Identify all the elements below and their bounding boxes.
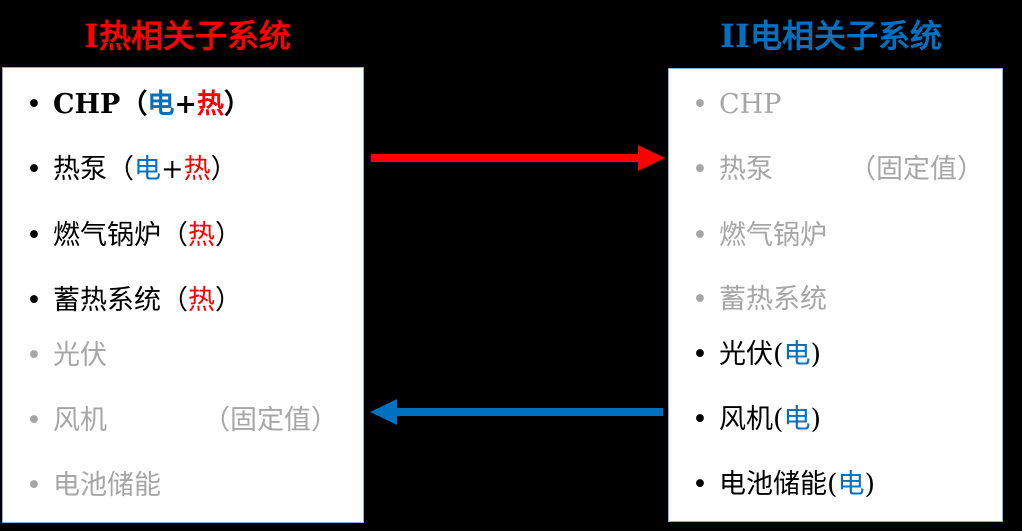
paren-open: （ — [161, 220, 188, 251]
item-label: 风机 — [53, 405, 107, 436]
heat-subsystem-panel: • CHP（电+热） • 热泵（电+热） • 燃气锅炉（热） • 蓄热系统（热）… — [2, 67, 364, 523]
heat-tag: 热 — [188, 285, 215, 316]
electric-tag: 电 — [134, 154, 161, 185]
blue-arrow-left — [370, 399, 663, 425]
item-label: 光伏 — [719, 339, 773, 370]
paren-open: ( — [827, 469, 838, 500]
paren-close: ) — [864, 469, 876, 500]
bullet: • — [692, 220, 708, 251]
item-label: 电池储能 — [719, 469, 827, 500]
item-label: 热泵 — [53, 154, 107, 185]
item-label: 燃气锅炉 — [719, 220, 827, 251]
bullet: • — [692, 339, 708, 370]
paren-close: ） — [210, 154, 238, 185]
bullet: • — [692, 469, 708, 500]
fixed-value-note: （固定值） — [203, 405, 338, 436]
paren-open: ( — [773, 339, 784, 370]
red-arrow-right — [371, 145, 665, 171]
item-label: 蓄热系统 — [719, 284, 827, 315]
bullet: • — [26, 154, 42, 185]
heat-tag: 热 — [188, 220, 215, 251]
item-label: CHP — [53, 89, 121, 120]
bullet: • — [26, 340, 42, 371]
paren-close: ） — [215, 220, 242, 251]
heat-tag: 热 — [196, 89, 224, 120]
item-label: 电池储能 — [53, 470, 161, 501]
bullet: • — [692, 89, 708, 120]
bullet: • — [692, 404, 708, 435]
item-label: 风机 — [719, 404, 773, 435]
heat-subsystem-title: I热相关子系统 — [84, 17, 291, 55]
paren-close: ） — [223, 89, 251, 120]
blue-arrow-head — [370, 399, 397, 425]
paren-open: （ — [120, 89, 148, 120]
bullet: • — [26, 405, 42, 436]
plus-sign: + — [161, 154, 184, 185]
paren-close: ) — [810, 339, 822, 370]
electric-subsystem-title: II电相关子系统 — [720, 17, 942, 55]
paren-open: ( — [773, 404, 784, 435]
bullet: • — [26, 220, 42, 251]
item-label: 燃气锅炉 — [53, 220, 161, 251]
blue-arrow-shaft — [394, 408, 663, 416]
bullet: • — [692, 154, 708, 185]
paren-close: ) — [810, 404, 822, 435]
item-label: 光伏 — [53, 340, 107, 371]
red-arrow-shaft — [371, 154, 641, 162]
electric-tag: 电 — [783, 404, 811, 435]
paren-close: ） — [215, 285, 242, 316]
bullet: • — [26, 285, 42, 316]
electric-subsystem-panel: • CHP • 热泵 （固定值） • 燃气锅炉 • 蓄热系统 • 光伏(电) •… — [668, 68, 1003, 522]
item-label: CHP — [719, 89, 782, 120]
paren-open: （ — [107, 154, 134, 185]
item-label: 热泵 — [719, 154, 773, 185]
bullet: • — [26, 470, 42, 501]
bullet: • — [26, 89, 42, 120]
electric-tag: 电 — [837, 469, 865, 500]
heat-tag: 热 — [183, 154, 211, 185]
paren-open: （ — [161, 285, 188, 316]
bullet: • — [692, 284, 708, 315]
plus-sign: + — [174, 89, 197, 120]
item-label: 蓄热系统 — [53, 285, 161, 316]
electric-tag: 电 — [147, 89, 175, 120]
red-arrow-head — [638, 145, 665, 171]
electric-tag: 电 — [783, 339, 811, 370]
fixed-value-note: （固定值） — [849, 154, 984, 185]
